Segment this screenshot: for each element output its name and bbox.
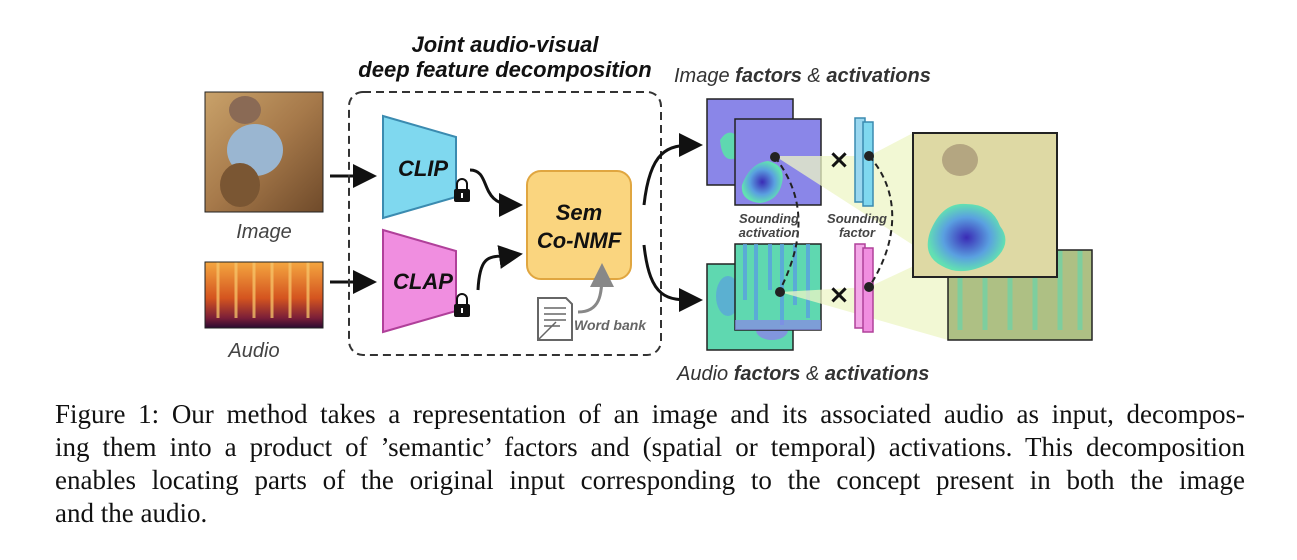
image-fa-prefix: Image [674,65,735,87]
input-audio-spectrogram [204,261,324,329]
image-fa-factors: factors [735,65,802,87]
audio-fa-activations: activations [825,363,929,385]
audio-factor-dot [864,282,874,292]
lock-icon [454,178,470,202]
sounding-factor-link [868,155,894,288]
input-image [204,91,324,213]
audio-fa-prefix: Audio [676,363,734,385]
image-factors-activations-heading: Image factors & activations [674,65,931,87]
audio-fa-amp: & [806,363,825,385]
sounding-factor-label-1: Sounding [827,211,887,226]
image-fa-activations: activations [826,65,930,87]
audio-factors-activations-heading: Audio factors & activations [676,363,929,385]
audio-activation-map-front [734,243,822,331]
figure-caption: Figure 1: Our method takes a representat… [55,398,1245,530]
audio-label: Audio [227,340,279,362]
caption-line: enables locating parts of the original i… [55,465,1245,495]
image-label: Image [236,221,292,243]
caption-line: ing them into a product of ’semantic’ fa… [55,432,1245,462]
clap-label: CLAP [393,269,453,294]
sem-conmf-block [526,170,632,280]
lock-icon [454,293,470,317]
method-figure: Joint audio-visual deep feature decompos… [204,32,1093,385]
image-multiply-symbol: × [828,145,850,175]
image-output-overlay [912,132,1058,278]
figure-title-line1: Joint audio-visual [411,32,599,57]
word-bank-label: Word bank [574,317,647,333]
image-fa-amp: & [807,65,826,87]
audio-multiply-symbol: × [828,280,850,310]
word-bank-document-icon [537,297,573,341]
clip-to-sem-arrow [469,168,523,217]
conmf-label: Co-NMF [537,228,622,253]
clip-label: CLIP [398,156,448,181]
sounding-activation-label-2: activation [739,225,800,240]
sounding-activation-link [774,156,800,291]
clap-to-sem-arrow [476,245,523,291]
caption-line: Figure 1: Our method takes a representat… [55,399,1245,429]
sounding-factor-label-2: factor [839,225,876,240]
sem-to-audio-factors-arrow [642,244,703,312]
caption-line: and the audio. [55,498,208,528]
sounding-activation-label-1: Sounding [739,211,799,226]
audio-activation-dot [775,287,785,297]
sem-to-image-factors-arrow [642,133,703,206]
audio-fa-factors: factors [734,363,801,385]
image-factor-vector [854,117,874,207]
decomposition-frame [348,91,662,356]
figure-title-line2: deep feature decomposition [358,57,651,82]
sem-label: Sem [556,200,602,225]
image-highlight-projection [775,133,913,245]
word-bank-arrow [577,263,614,314]
image-activation-dot [770,152,780,162]
image-factor-dot [864,151,874,161]
